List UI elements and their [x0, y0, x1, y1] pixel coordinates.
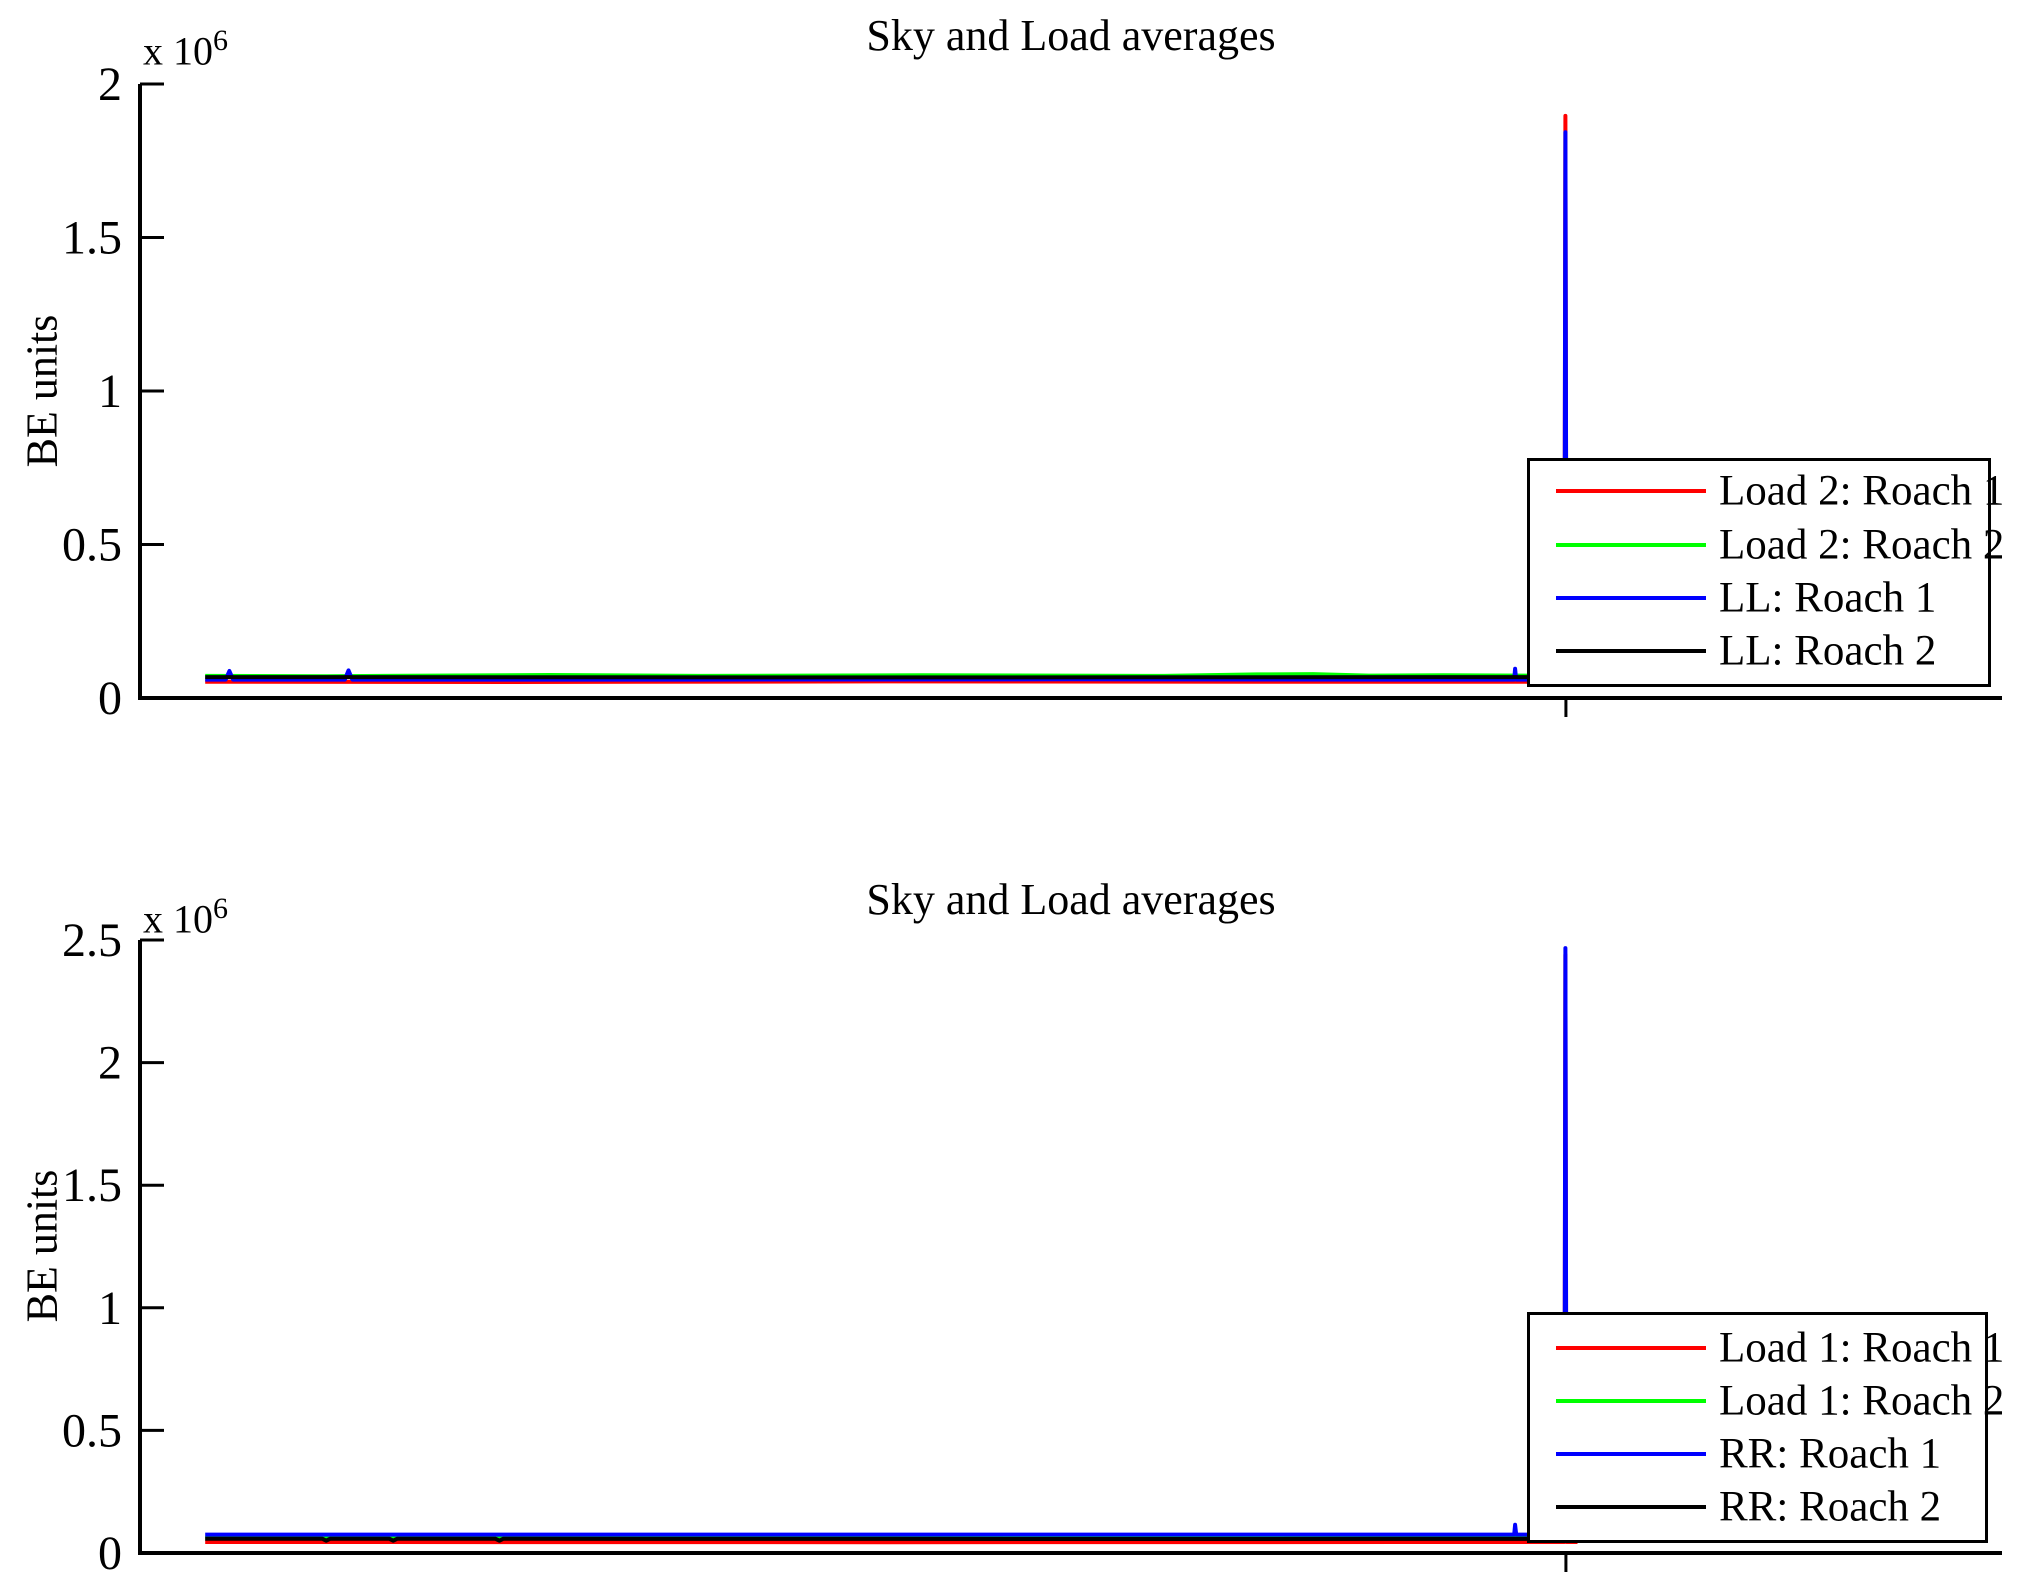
chart2-offset-base: x 10 [143, 896, 213, 942]
legend-line-sample [1556, 1399, 1706, 1403]
legend-label: Load 2: Roach 1 [1719, 467, 2005, 515]
legend-label: RR: Roach 2 [1719, 1483, 1942, 1531]
y-tick-label: 2.5 [62, 914, 122, 967]
legend-line-sample [1556, 543, 1706, 547]
chart1-offset-label: x 106 [143, 24, 228, 74]
chart1-legend: Load 2: Roach 1 Load 2: Roach 2 LL: Roach … [1527, 458, 2004, 687]
chart2-title: Sky and Load averages [866, 875, 1276, 924]
legend-line-sample [1556, 489, 1706, 493]
chart2-legend: Load 1: Roach 1 Load 1: Roach 2 RR: Roach … [1527, 1312, 2004, 1543]
legend-label: RR: Roach 1 [1719, 1430, 1942, 1478]
series-line [205, 1536, 1578, 1543]
legend-line-sample [1556, 596, 1706, 600]
y-tick-label: 0.5 [62, 1404, 122, 1457]
legend-label: Load 2: Roach 2 [1719, 521, 2005, 569]
chart1-offset-base: x 10 [143, 28, 213, 74]
chart1-ylabel: BE units [17, 314, 67, 468]
y-tick-label: 0 [98, 672, 122, 725]
legend-label: Load 1: Roach 2 [1719, 1377, 2005, 1425]
y-tick-label: 0.5 [62, 519, 122, 572]
series-line [205, 952, 1578, 1545]
series-line [205, 946, 1578, 1537]
y-tick-label: 1 [98, 1282, 122, 1335]
chart2-offset-label: x 106 [143, 892, 228, 942]
y-tick-label: 2 [98, 58, 122, 111]
chart-1: 0 0.5 1 1.5 2 [62, 58, 2002, 725]
y-tick-label: 1.5 [62, 212, 122, 265]
series-line [205, 113, 1578, 684]
legend-line-sample [1556, 1452, 1706, 1456]
legend-line-sample [1556, 1505, 1706, 1509]
legend-label: Load 1: Roach 1 [1719, 1324, 2005, 1372]
y-tick-label: 0 [98, 1527, 122, 1580]
y-tick-label: 1.5 [62, 1159, 122, 1212]
chart1-offset-exp: 6 [213, 24, 228, 57]
legend-label: LL: Roach 2 [1719, 627, 1937, 675]
chart1-title: Sky and Load averages [866, 11, 1276, 60]
legend-line-sample [1556, 1346, 1706, 1350]
y-tick-label: 1 [98, 365, 122, 418]
chart2-offset-exp: 6 [213, 892, 228, 925]
chart2-ylabel: BE units [17, 1169, 67, 1323]
legend-line-sample [1556, 649, 1706, 653]
legend-label: LL: Roach 1 [1719, 574, 1937, 622]
y-tick-label: 2 [98, 1037, 122, 1090]
series-line [205, 130, 1578, 682]
